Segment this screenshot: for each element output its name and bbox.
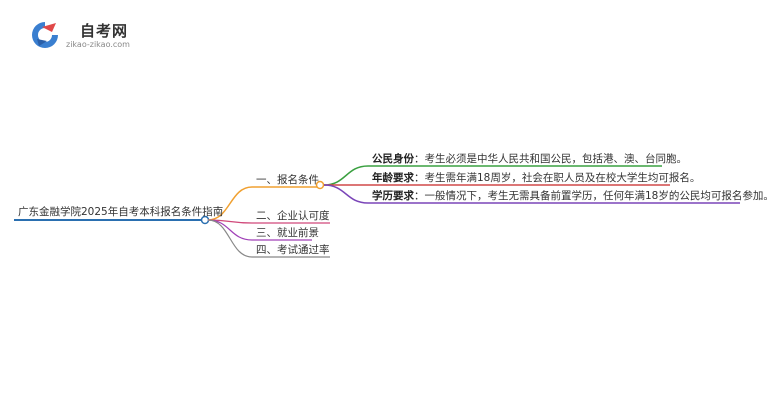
mindmap-root: 广东金融学院2025年自考本科报名条件指南 <box>18 206 224 218</box>
branch-label-1: 一、报名条件 <box>256 174 319 186</box>
leaf-text: 一般情况下，考生无需具备前置学历，任何年满18岁的公民均可报名参加。 <box>424 190 774 202</box>
leaf-key: 年龄要求 <box>372 172 414 184</box>
branch-label-3: 三、就业前景 <box>256 227 319 239</box>
site-logo[interactable]: 自考网 zikao-zikao.com <box>28 18 148 52</box>
branch-connector-1 <box>207 186 318 221</box>
graduation-cap-icon <box>32 22 58 48</box>
leaf-sep: ： <box>414 190 425 202</box>
leaf-sep: ： <box>414 172 425 184</box>
leaf-connector-3 <box>323 184 740 204</box>
leaf-text: 考生需年满18周岁，社会在职人员及在校大学生均可报名。 <box>424 172 701 184</box>
branch-label-4: 四、考试通过率 <box>256 244 330 256</box>
branch-node-dot-1 <box>315 180 325 190</box>
leaf-text: 考生必须是中华人民共和国公民，包括港、澳、台同胞。 <box>424 153 688 165</box>
mindmap-connectors <box>14 165 740 258</box>
branch-label-2: 二、企业认可度 <box>256 210 330 222</box>
logo-subtitle: zikao-zikao.com <box>66 40 130 49</box>
leaf-key: 学历要求 <box>372 190 414 202</box>
logo-title: 自考网 <box>80 22 129 40</box>
leaf-key: 公民身份 <box>372 153 414 165</box>
leaf-sep: ： <box>414 153 425 165</box>
branch-connector-4 <box>207 219 330 258</box>
leaf-education: 学历要求：一般情况下，考生无需具备前置学历，任何年满18岁的公民均可报名参加。 <box>372 189 774 203</box>
leaf-age: 年龄要求：考生需年满18周岁，社会在职人员及在校大学生均可报名。 <box>372 171 700 185</box>
leaf-citizenship: 公民身份：考生必须是中华人民共和国公民，包括港、澳、台同胞。 <box>372 152 687 166</box>
